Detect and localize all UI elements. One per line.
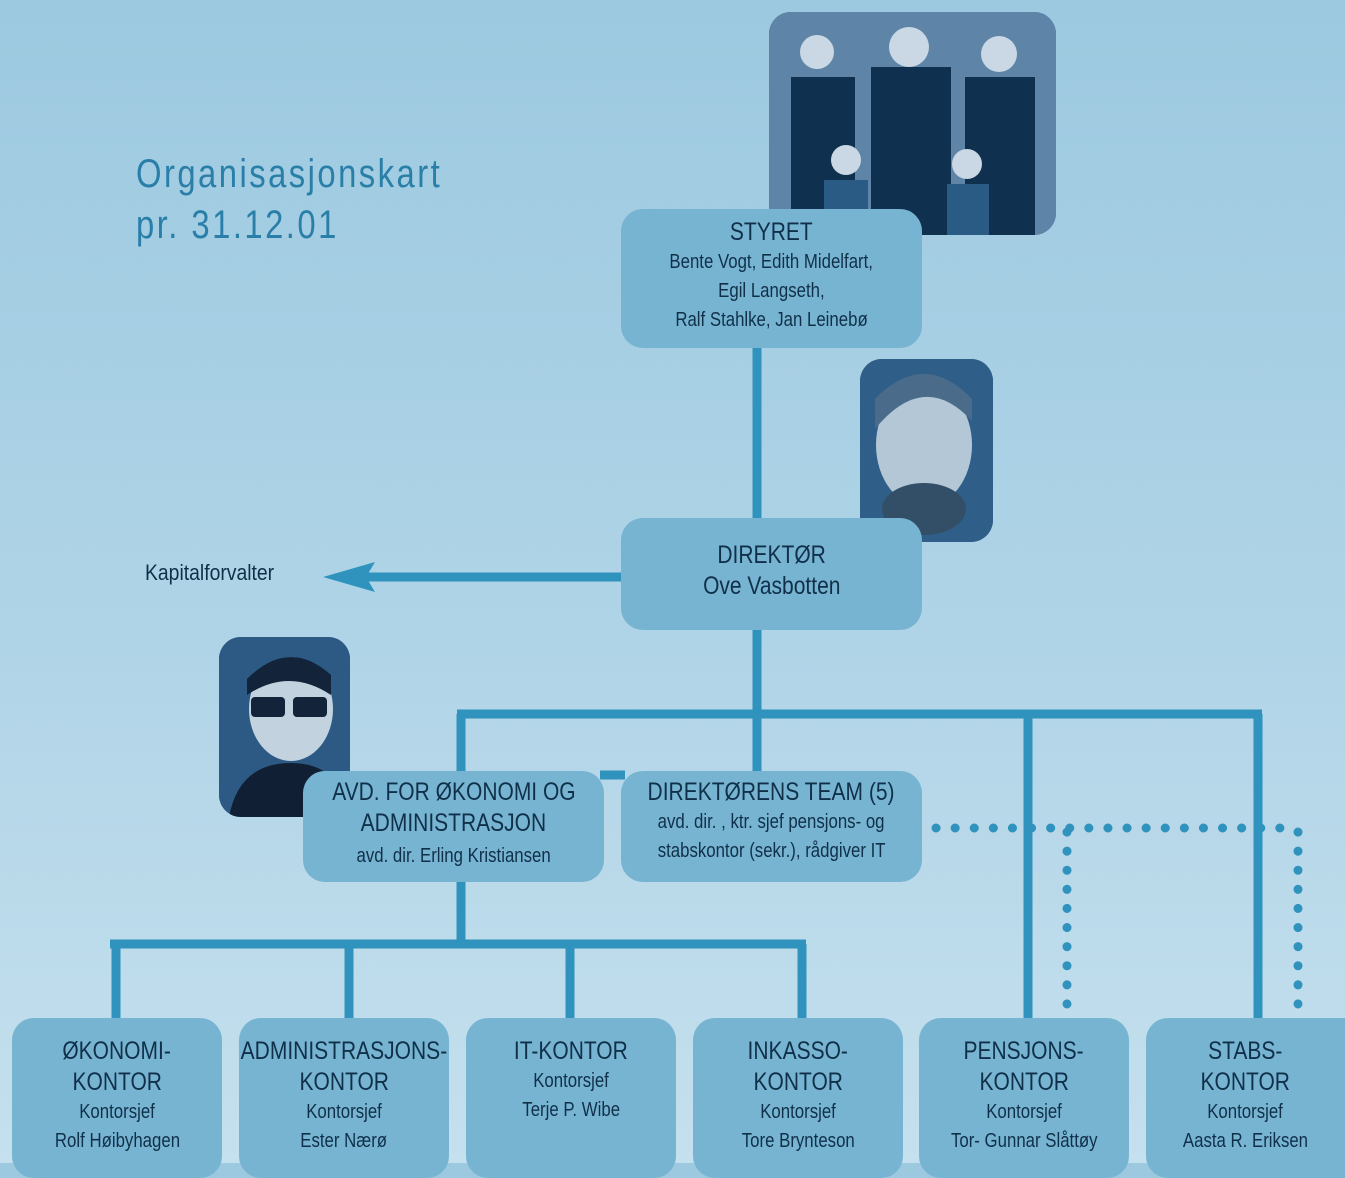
director-title: DIREKTØR: [717, 541, 826, 569]
office-title-1: STABS-: [1208, 1037, 1283, 1065]
office-box-it: IT-KONTOR Kontorsjef Terje P. Wibe: [466, 1018, 676, 1178]
office-head-name: Aasta R. Eriksen: [1182, 1130, 1309, 1152]
office-head-name: Ester Nærø: [300, 1130, 388, 1152]
office-head-name: Tore Brynteson: [741, 1130, 855, 1152]
office-box-administrasjon: ADMINISTRASJONS- KONTOR Kontorsjef Ester…: [239, 1018, 449, 1178]
kapitalforvalter-label: Kapitalforvalter: [145, 560, 275, 585]
office-title-1: ADMINISTRASJONS-: [240, 1037, 448, 1065]
office-role: Kontorsjef: [533, 1070, 609, 1092]
office-role: Kontorsjef: [79, 1101, 155, 1123]
admin-department-head: avd. dir. Erling Kristiansen: [356, 845, 551, 867]
office-title-1: PENSJONS-: [963, 1037, 1085, 1065]
board-members-line-1: Bente Vogt, Edith Midelfart,: [669, 251, 874, 273]
director-team-desc-2: stabskontor (sekr.), rådgiver IT: [657, 840, 886, 862]
office-head-name: Tor- Gunnar Slåttøy: [950, 1130, 1098, 1152]
director-name: Ove Vasbotten: [702, 572, 841, 600]
office-role: Kontorsjef: [760, 1101, 836, 1123]
admin-department-title-1: AVD. FOR ØKONOMI OG: [331, 778, 576, 806]
admin-department-title-2: ADMINISTRASJON: [360, 809, 547, 837]
office-role: Kontorsjef: [306, 1101, 382, 1123]
director-box: DIREKTØR Ove Vasbotten: [621, 518, 922, 630]
page-title: Organisasjonskart: [136, 152, 442, 197]
office-title-2: KONTOR: [72, 1068, 162, 1096]
director-team-title: DIREKTØRENS TEAM (5): [648, 778, 895, 806]
office-title-1: ØKONOMI-: [62, 1037, 172, 1065]
kapitalforvalter-arrowhead: [323, 562, 375, 592]
office-head-name: Rolf Høibyhagen: [54, 1130, 180, 1152]
admin-department-box: AVD. FOR ØKONOMI OG ADMINISTRASJON avd. …: [303, 771, 604, 882]
office-role: Kontorsjef: [1207, 1101, 1284, 1123]
office-box-okonomi: ØKONOMI- KONTOR Kontorsjef Rolf Høibyhag…: [12, 1018, 222, 1178]
board-title: STYRET: [730, 218, 813, 246]
director-team-box: DIREKTØRENS TEAM (5) avd. dir. , ktr. sj…: [621, 771, 922, 882]
board-photo: [769, 12, 1056, 235]
office-box-inkasso: INKASSO- KONTOR Kontorsjef Tore Brynteso…: [693, 1018, 903, 1178]
title-line-2: pr. 31.12.01: [136, 203, 339, 247]
director-team-desc-1: avd. dir. , ktr. sjef pensjons- og: [658, 811, 885, 833]
office-box-stab: STABS- KONTOR Kontorsjef Aasta R. Erikse…: [1146, 1018, 1345, 1178]
director-photo: [860, 359, 993, 542]
title-line-1: Organisasjonskart: [136, 152, 443, 196]
office-role: Kontorsjef: [986, 1101, 1062, 1123]
office-title-1: INKASSO-: [747, 1037, 849, 1065]
office-title-2: KONTOR: [1200, 1068, 1291, 1096]
board-box: STYRET Bente Vogt, Edith Midelfart, Egil…: [621, 209, 922, 348]
board-members-line-3: Ralf Stahlke, Jan Leinebø: [675, 309, 868, 331]
page-subtitle: pr. 31.12.01: [136, 203, 339, 248]
office-title-2: KONTOR: [753, 1068, 843, 1096]
office-box-pensjon: PENSJONS- KONTOR Kontorsjef Tor- Gunnar …: [919, 1018, 1129, 1178]
office-title-1: IT-KONTOR: [514, 1037, 628, 1065]
office-title-2: KONTOR: [299, 1068, 389, 1096]
office-title-2: KONTOR: [979, 1068, 1069, 1096]
office-head-name: Terje P. Wibe: [522, 1099, 620, 1121]
board-members-line-2: Egil Langseth,: [718, 280, 825, 302]
